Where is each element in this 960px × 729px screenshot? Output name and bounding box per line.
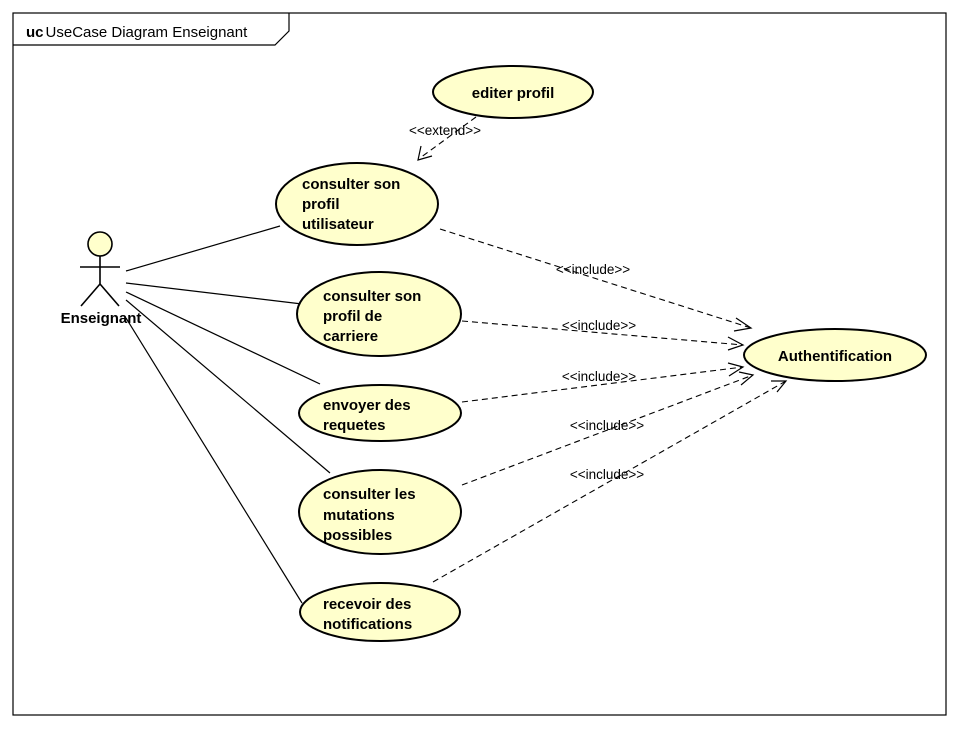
association-mutations xyxy=(125,299,331,474)
extend-line xyxy=(419,116,477,159)
frame-title: UseCase Diagram Enseignant xyxy=(46,24,249,41)
usecase-label-line: notifications xyxy=(323,616,412,633)
include-arrowhead-1 xyxy=(733,317,753,332)
include-label-2: <<include>> xyxy=(562,318,636,333)
include-line-1 xyxy=(439,228,752,329)
actor-right-leg xyxy=(99,283,120,307)
usecase-consulter-mutations[interactable]: consulter les mutations possibles xyxy=(298,469,462,555)
usecase-recevoir-notifications[interactable]: recevoir des notifications xyxy=(299,582,461,642)
usecase-editer-profil[interactable]: editer profil xyxy=(432,65,594,119)
usecase-label-line: profil xyxy=(302,196,340,213)
include-line-3 xyxy=(461,366,744,403)
associations xyxy=(125,225,331,604)
usecase-label-line: consulter son xyxy=(323,288,421,305)
extend-arrowhead xyxy=(417,145,433,161)
usecase-label-line: consulter son xyxy=(302,176,400,193)
actor-enseignant[interactable] xyxy=(80,231,120,307)
include-label-1: <<include>> xyxy=(556,262,630,277)
include-line-5 xyxy=(432,380,787,583)
include-label-4: <<include>> xyxy=(570,418,644,433)
include-line-4 xyxy=(461,374,754,486)
association-envoyer-requetes xyxy=(125,291,321,385)
include-arrowhead-2 xyxy=(727,336,745,351)
include-arrowhead-4 xyxy=(738,371,755,386)
association-notifications xyxy=(125,317,303,604)
actor-name: Enseignant xyxy=(61,310,142,327)
include-label-3: <<include>> xyxy=(562,369,636,384)
diagram-frame xyxy=(12,12,947,716)
usecase-consulter-profil-utilisateur[interactable]: consulter son profil utilisateur xyxy=(275,162,439,246)
usecase-label-line: envoyer des xyxy=(323,397,411,414)
usecase-label-line: carriere xyxy=(323,328,378,345)
usecase-envoyer-requetes[interactable]: envoyer des requetes xyxy=(298,384,462,442)
association-profil-utilisateur xyxy=(125,225,281,272)
dependencies xyxy=(419,116,787,583)
frame-keyword: uc xyxy=(26,24,44,41)
include-label-5: <<include>> xyxy=(570,467,644,482)
actor-left-leg xyxy=(80,283,101,307)
usecase-label-line: utilisateur xyxy=(302,216,374,233)
usecase-label-line: recevoir des xyxy=(323,596,411,613)
extend-label: <<extend>> xyxy=(409,123,481,138)
actor-head xyxy=(87,231,113,257)
frame-label-tab xyxy=(13,13,290,46)
usecase-label-line: consulter les xyxy=(323,486,416,503)
usecase-label-line: Authentification xyxy=(778,348,892,365)
include-arrowhead-3 xyxy=(727,362,745,377)
include-line-2 xyxy=(461,320,744,346)
arrowheads xyxy=(417,145,788,393)
usecase-consulter-profil-carriere[interactable]: consulter son profil de carriere xyxy=(296,271,462,357)
association-profil-carriere xyxy=(125,282,303,305)
usecase-label-line: mutations xyxy=(323,507,395,524)
usecase-label-line: editer profil xyxy=(472,85,555,102)
usecase-label-line: possibles xyxy=(323,527,392,544)
include-arrowhead-5 xyxy=(771,380,788,393)
usecase-label-line: requetes xyxy=(323,417,386,434)
usecase-authentification[interactable]: Authentification xyxy=(743,328,927,382)
usecase-label-line: profil de xyxy=(323,308,382,325)
